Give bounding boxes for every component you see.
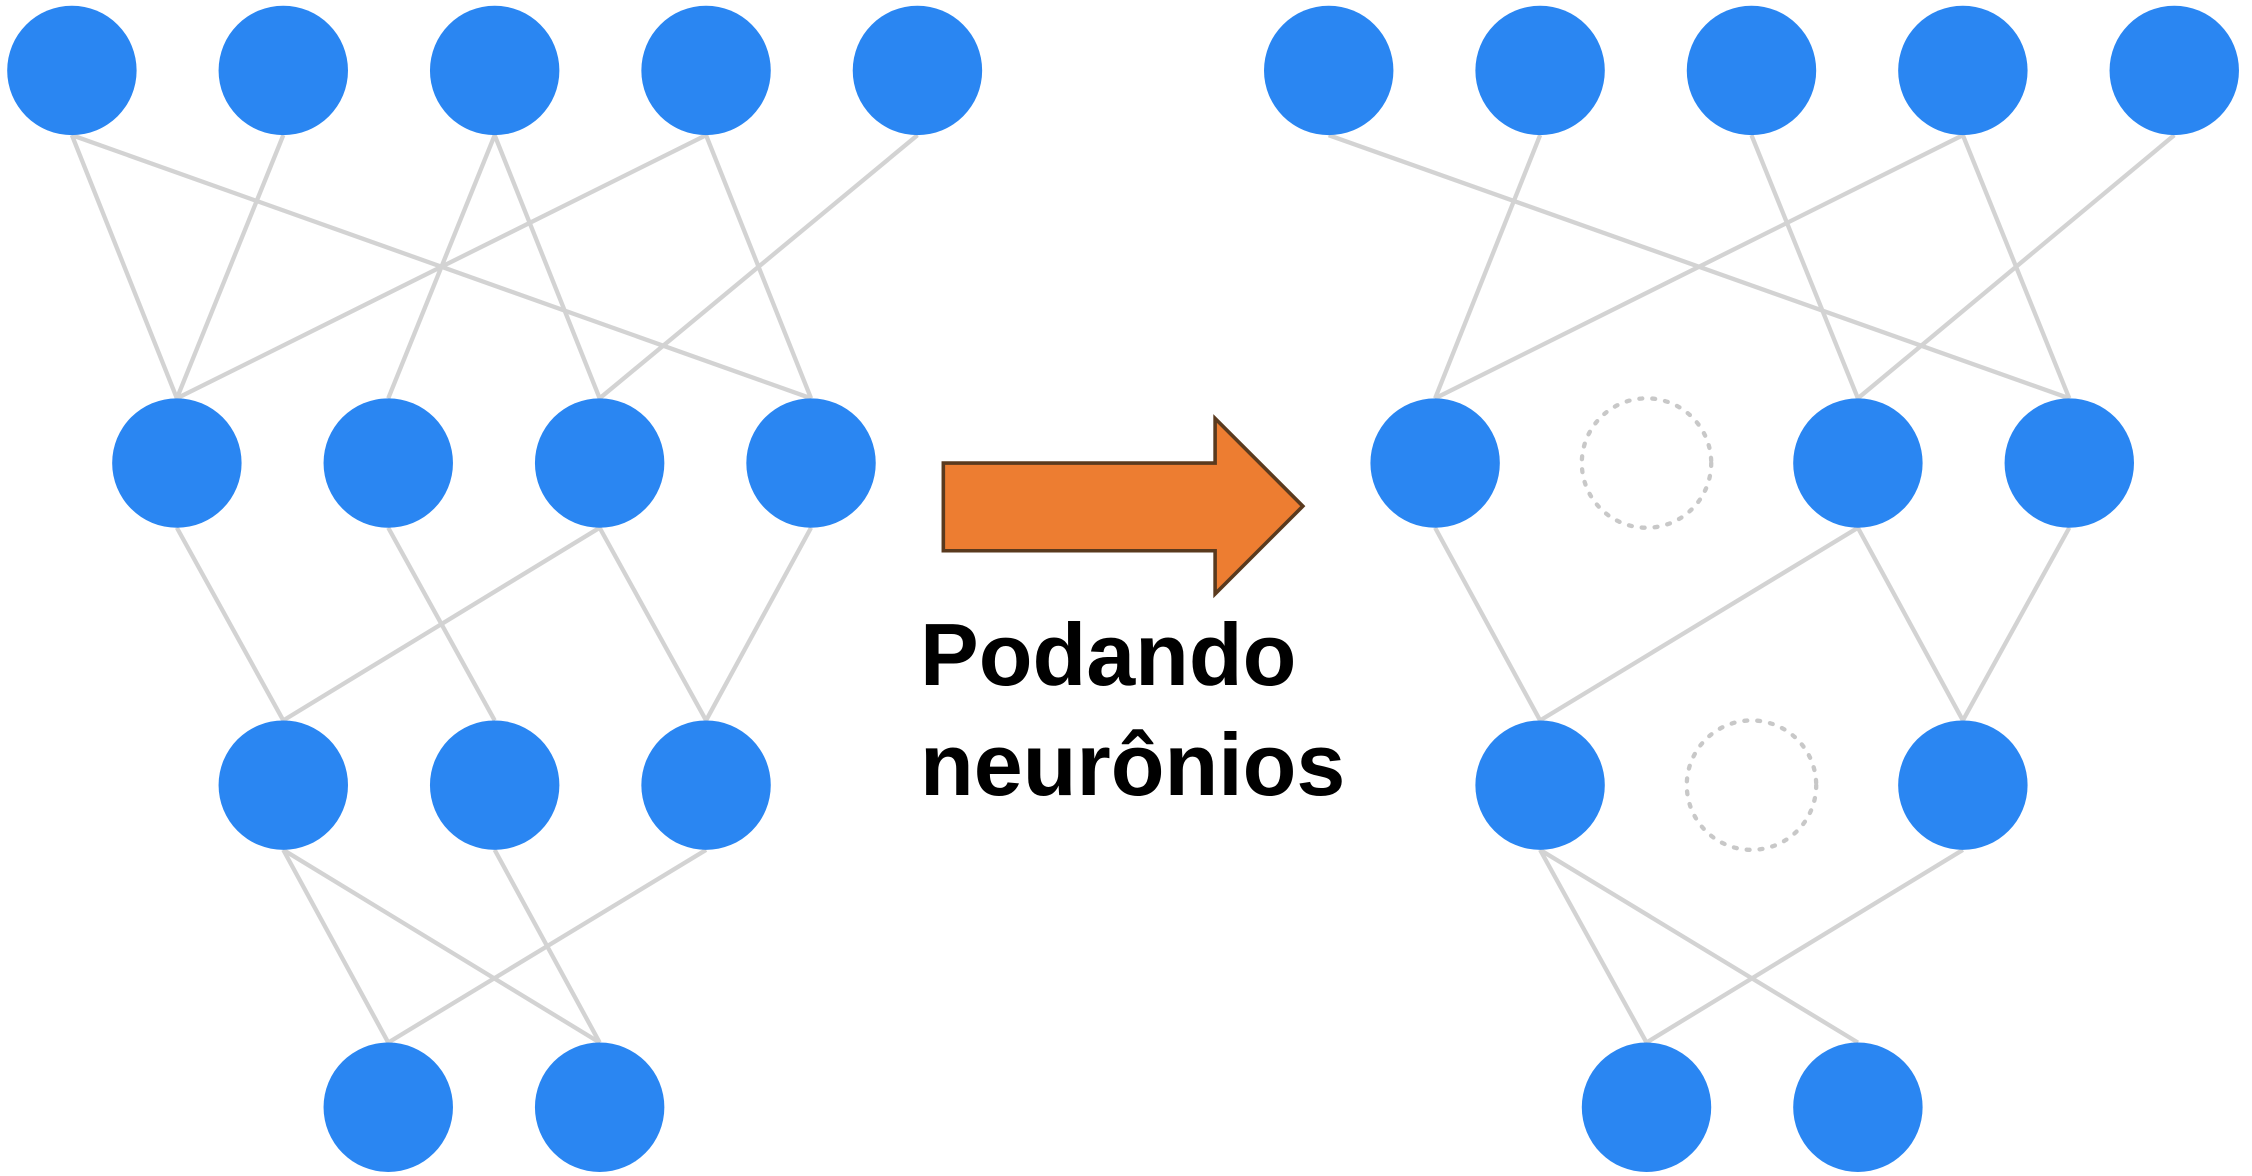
neuron bbox=[1264, 5, 1394, 136]
neuron bbox=[1686, 5, 1817, 136]
pruning-caption: Podando neurônios bbox=[920, 600, 1346, 820]
neuron bbox=[1475, 5, 1605, 136]
neuron bbox=[1793, 398, 1923, 528]
neuron bbox=[218, 5, 348, 136]
neuron bbox=[1581, 1042, 1712, 1172]
connection-edge bbox=[282, 525, 601, 723]
connection-edge bbox=[1538, 525, 1860, 723]
neuron bbox=[1898, 720, 2028, 850]
neuron bbox=[1898, 5, 2028, 136]
connection-edge bbox=[1749, 134, 1860, 400]
connection-edge bbox=[1856, 526, 1965, 722]
connection-edge bbox=[1433, 526, 1542, 722]
neuron bbox=[1475, 720, 1605, 850]
neuron bbox=[2004, 398, 2134, 528]
neuron bbox=[534, 1042, 665, 1172]
neuron bbox=[429, 720, 560, 850]
neuron bbox=[7, 5, 137, 136]
neuron bbox=[641, 5, 771, 136]
neuron bbox=[429, 5, 560, 136]
caption-line-2: neurônios bbox=[920, 715, 1346, 814]
neuron bbox=[1370, 398, 1500, 528]
connection-edge bbox=[387, 848, 708, 1045]
neuron bbox=[218, 720, 348, 850]
neuron bbox=[852, 5, 983, 136]
neuron bbox=[1793, 1042, 1923, 1172]
neuron bbox=[323, 398, 453, 528]
pruned-neuron bbox=[1579, 396, 1714, 530]
pruned-network bbox=[1264, 5, 2239, 1172]
connection-edge bbox=[1856, 133, 2176, 400]
original-network bbox=[7, 5, 983, 1172]
connection-edge bbox=[1960, 526, 2072, 722]
connection-edge bbox=[1645, 848, 1964, 1045]
neuron bbox=[534, 398, 665, 528]
neuron bbox=[112, 398, 242, 528]
connection-edge bbox=[69, 134, 179, 400]
neuron bbox=[641, 720, 771, 850]
neuron bbox=[746, 398, 876, 528]
connection-edge bbox=[1538, 848, 1860, 1045]
connection-edge bbox=[1538, 848, 1649, 1044]
connection-edge bbox=[598, 133, 919, 400]
connection-edge bbox=[174, 526, 286, 722]
connection-edge bbox=[1433, 134, 1543, 400]
caption-line-1: Podando bbox=[920, 605, 1297, 704]
connection-edge bbox=[704, 526, 813, 722]
connection-edge bbox=[282, 848, 601, 1045]
connection-edge bbox=[1434, 133, 1964, 401]
connection-edge bbox=[175, 133, 708, 401]
right-arrow-icon bbox=[941, 414, 1306, 599]
connection-edge bbox=[281, 848, 391, 1044]
neuron bbox=[323, 1042, 453, 1172]
neuron bbox=[2109, 5, 2239, 136]
connection-edge bbox=[597, 526, 708, 722]
connection-edge bbox=[492, 134, 602, 400]
pruned-neuron bbox=[1684, 718, 1819, 853]
connection-edge bbox=[174, 134, 286, 400]
